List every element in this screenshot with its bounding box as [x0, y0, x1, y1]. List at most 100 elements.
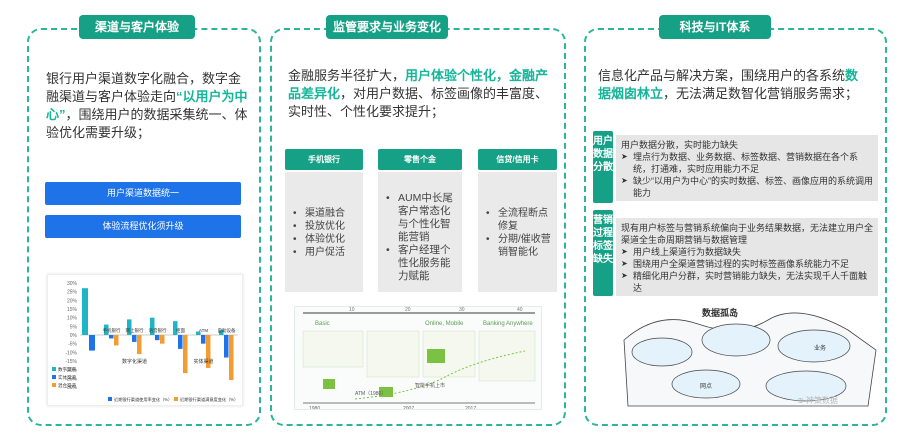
description-text: 金融服务半径扩大，: [288, 68, 406, 83]
legend-label: 实体渠道: [58, 374, 76, 381]
timeline-tick: 40: [517, 307, 523, 313]
y-tick-label: -5%: [68, 342, 77, 348]
y-tick-label: 15%: [67, 307, 78, 313]
timeline-tick: 10: [349, 307, 355, 313]
chart-bar: [229, 335, 234, 381]
category-label: ATM: [199, 328, 208, 333]
tab-retail-banking[interactable]: 零售个金: [378, 149, 462, 170]
marketing-tag-missing-box: 现有用户标签与营销系统偏向于业务结果数据，无法建立用户全渠道全生命周期营销与数据…: [616, 218, 878, 296]
y-tick-label: -25%: [65, 376, 77, 382]
stage-label: Banking Anywhere: [483, 321, 533, 327]
list-item: 分期/催收营销智能化: [484, 233, 553, 259]
y-tick-label: 25%: [67, 290, 78, 296]
y-tick-label: -15%: [65, 359, 77, 365]
category-label: 手机银行: [103, 327, 121, 334]
list-item: 用户促活: [291, 246, 359, 259]
y-tick-label: 0%: [70, 333, 78, 339]
legend-swatch: [174, 397, 178, 401]
legend-label: 近期银行渠道满意度变化（%）: [180, 396, 238, 403]
legend-swatch: [108, 397, 112, 401]
description-highlight: 数据烟囱林立: [598, 68, 859, 101]
list-item: 投放优化: [291, 220, 359, 233]
chart-bar: [132, 335, 137, 342]
island-shape: [765, 370, 847, 402]
description-text-2: ，对用户数据、标签画像的丰富度、实时性、个性化要求提升；: [288, 86, 549, 119]
timeline-graphic: 10 20 30 40 Basic Online, Mobile Banking…: [302, 307, 536, 410]
legend-label: 近期银行渠道使用率变化（%）: [114, 396, 172, 403]
credit-card-list: 全流程断点修复 分期/催收营销智能化: [478, 172, 557, 292]
chart-bar: [206, 335, 211, 368]
data-island-svg: 数据孤岛 业务 网点: [623, 307, 877, 407]
watermark-text: ⊕ 神策数据: [797, 396, 838, 405]
y-tick-label: 30%: [67, 281, 78, 287]
island-shape: [701, 323, 771, 357]
category-label: 网上银行: [126, 327, 144, 334]
y-tick-label: 20%: [67, 298, 78, 304]
list-item: 渠道融合: [291, 207, 359, 220]
y-tick-label: -30%: [65, 385, 77, 391]
list-item: AUM中长尾客户常态化与个性化智能营销: [384, 192, 456, 244]
y-tick-label: -20%: [65, 368, 77, 374]
y-tick-label: -10%: [65, 350, 77, 356]
regulation-business-title: 监管要求与业务变化: [326, 15, 448, 39]
channel-experience-title: 渠道与客户体验: [79, 15, 195, 39]
user-data-scattered-box: 用户数据分散，实时能力缺失 埋点行为数据、业务数据、标签数据、营销数据在各个系统…: [616, 135, 878, 201]
chart-bar: [219, 329, 224, 335]
chart-bar: [150, 317, 155, 335]
legend-label: 数字渠道: [58, 366, 76, 373]
chart-bar: [160, 335, 165, 344]
illustration-title: 数据孤岛: [702, 307, 738, 318]
chart-bar: [183, 335, 188, 374]
channel-experience-description: 银行用户渠道数字化融合，数字金融渠道与客户体验走向“以用户为中心”，围绕用户的数…: [46, 70, 248, 142]
tab-credit-card[interactable]: 信贷/信用卡: [478, 149, 557, 170]
issue-item: 用户线上渠道行为数据缺失: [621, 246, 873, 258]
experience-flow-upgrade-button[interactable]: 体验流程优化须升级: [45, 215, 241, 238]
description-highlight: 用户体验个性化，金融产品差异化: [288, 68, 549, 101]
y-tick-label: 5%: [70, 324, 78, 330]
island-shape: [671, 369, 741, 399]
chart-bar: [224, 335, 229, 358]
growth-curve: [354, 350, 526, 400]
user-data-scattered-label: 用户数据分散: [593, 131, 613, 203]
chart-bar: [196, 331, 201, 335]
stage-label: Basic: [315, 321, 330, 327]
timeline-tick: 30: [459, 307, 465, 313]
atm-icon: [323, 379, 335, 389]
chart-bar: [173, 321, 178, 335]
legend-swatch: [52, 383, 56, 387]
chart-bar: [137, 335, 142, 355]
description-text-2: ，无法满足数智化营销服务需求；: [663, 86, 859, 101]
description-text-2: ，围绕用户的数据采集统一、体验优化需要升级；: [46, 107, 248, 140]
list-item: 客户经理个性化服务能力赋能: [384, 244, 456, 283]
group-label: 数字化渠道: [122, 358, 147, 365]
summary-bar: [82, 310, 88, 335]
timeline-caption: ATM（1980）: [355, 391, 386, 397]
timeline-caption: 智能手机上市: [415, 382, 445, 389]
chart-bar: [109, 335, 114, 339]
island-label: 业务: [814, 344, 826, 352]
banking-evolution-timeline: 10 20 30 40 Basic Online, Mobile Banking…: [294, 306, 542, 410]
legend-swatch: [52, 375, 56, 379]
chart-bar: [104, 324, 109, 335]
tech-it-title: 科技与IT体系: [659, 15, 771, 39]
phone-icon: [427, 349, 445, 363]
retail-banking-list: AUM中长尾客户常态化与个性化智能营销 客户经理个性化服务能力赋能: [378, 172, 462, 292]
issue-item: 埋点行为数据、业务数据、标签数据、营销数据在各个系统，打通难，实时应用能力不足: [621, 151, 873, 175]
channel-usage-chart-svg: 30%25%20%15%10%5%0%-5%-10%-15%-20%-25%-3…: [52, 281, 238, 403]
timeline-year: 1980: [309, 406, 320, 410]
category-label: 语音银行: [149, 327, 167, 334]
mobile-banking-list: 渠道融合 投放优化 体验优化 用户促活: [285, 172, 363, 292]
user-channel-data-unify-button[interactable]: 用户渠道数据统一: [45, 182, 241, 205]
regulation-business-description: 金融服务半径扩大，用户体验个性化，金融产品差异化，对用户数据、标签画像的丰富度、…: [288, 67, 550, 121]
description-highlight: “以用户为中心”: [46, 89, 248, 122]
channel-usage-chart: 30%25%20%15%10%5%0%-5%-10%-15%-20%-25%-3…: [47, 274, 243, 406]
timeline-tick: 20: [405, 307, 411, 313]
stage-label: Online, Mobile: [425, 321, 464, 327]
issue-summary: 用户数据分散，实时能力缺失: [621, 140, 739, 150]
tab-mobile-banking[interactable]: 手机银行: [285, 149, 363, 170]
stage-box: [478, 330, 536, 382]
summary-bar: [89, 335, 95, 351]
island-shape: [631, 337, 693, 367]
chart-bar: [114, 335, 119, 346]
legend-swatch: [52, 367, 56, 371]
